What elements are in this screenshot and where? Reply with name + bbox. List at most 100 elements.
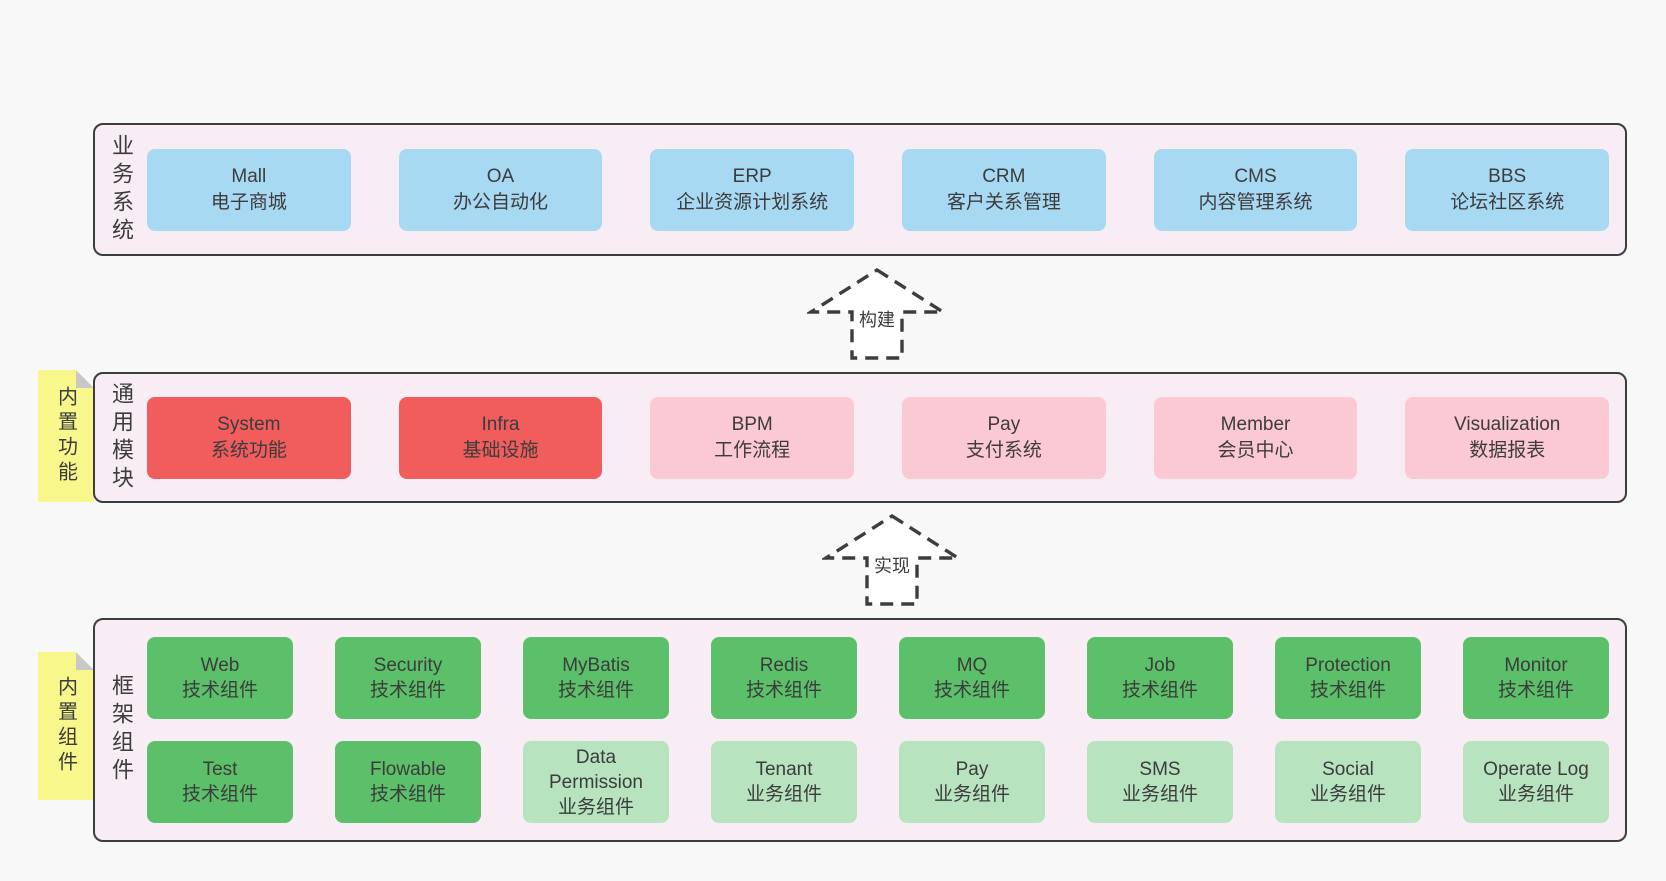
box-data-permission: Data Permission 业务组件 (523, 741, 669, 823)
box-subtitle: 内容管理系统 (1198, 191, 1313, 213)
box-subtitle: 技术组件 (369, 784, 446, 805)
box-flowable: Flowable 技术组件 (335, 741, 481, 823)
box-title: Pay (987, 413, 1021, 435)
box-title: OA (486, 165, 515, 187)
arrow-label: 构建 (859, 310, 895, 330)
arrow-outline (822, 513, 962, 606)
box-title: CRM (982, 165, 1026, 187)
box-title: Flowable (369, 759, 447, 780)
box-security: Security 技术组件 (335, 637, 481, 719)
band-label: 通用模块 (95, 374, 147, 501)
box-sms: SMS 业务组件 (1087, 741, 1233, 823)
box-title: Monitor (1504, 655, 1568, 676)
box-subtitle: 技术组件 (557, 680, 634, 701)
box-title: Redis (759, 655, 809, 676)
box-protection: Protection 技术组件 (1275, 637, 1421, 719)
arrow-outline (807, 267, 947, 360)
folded-corner-icon (76, 652, 94, 670)
box-mybatis: MyBatis 技术组件 (523, 637, 669, 719)
box-operate-log: Operate Log 业务组件 (1463, 741, 1609, 823)
box-subtitle: 技术组件 (933, 680, 1010, 701)
box-subtitle: 论坛社区系统 (1450, 191, 1565, 213)
box-pay-business: Pay 业务组件 (899, 741, 1045, 823)
box-title: Security (373, 655, 443, 676)
box-title: Social (1322, 759, 1374, 780)
box-subtitle: 业务组件 (1497, 784, 1574, 805)
box-subtitle: 技术组件 (1497, 680, 1574, 701)
box-mq: MQ 技术组件 (899, 637, 1045, 719)
arrow-up-build: 构建 (807, 267, 947, 360)
box-subtitle: 支付系统 (965, 439, 1042, 461)
band-framework-components: 框架组件 Web 技术组件 Security 技术组件 MyBatis 技术组件… (93, 618, 1627, 842)
band-label-text: 框架组件 (109, 674, 134, 786)
box-subtitle: 技术组件 (181, 784, 258, 805)
box-title: Mall (231, 165, 267, 187)
folded-corner-icon (76, 370, 94, 388)
component-row-2: Test 技术组件 Flowable 技术组件 Data Permission … (147, 741, 1609, 823)
box-title: ERP (732, 165, 772, 187)
box-title: Visualization (1454, 413, 1561, 435)
box-subtitle: 企业资源计划系统 (676, 191, 829, 213)
band-business-systems: 业务系统 Mall 电子商城 OA 办公自动化 ERP 企业资源计划系统 CRM… (93, 123, 1627, 256)
box-title: Infra (481, 413, 520, 435)
box-title: System (217, 413, 281, 435)
band-label: 框架组件 (95, 620, 147, 840)
box-subtitle: 技术组件 (1309, 680, 1386, 701)
box-subtitle: 技术组件 (369, 680, 446, 701)
box-subtitle: 技术组件 (181, 680, 258, 701)
box-member: Member 会员中心 (1153, 396, 1358, 479)
box-system: System 系统功能 (147, 396, 351, 479)
band-content: Mall 电子商城 OA 办公自动化 ERP 企业资源计划系统 CRM 客户关系… (147, 125, 1610, 254)
box-subtitle: 办公自动化 (453, 191, 549, 213)
box-test: Test 技术组件 (147, 741, 293, 823)
box-tenant: Tenant 业务组件 (711, 741, 857, 823)
box-title: BPM (731, 413, 773, 435)
box-subtitle: 电子商城 (210, 191, 287, 213)
box-social: Social 业务组件 (1275, 741, 1421, 823)
box-title: Test (202, 759, 238, 780)
box-title: Tenant (755, 759, 813, 780)
box-redis: Redis 技术组件 (711, 637, 857, 719)
box-job: Job 技术组件 (1087, 637, 1233, 719)
box-monitor: Monitor 技术组件 (1463, 637, 1609, 719)
box-title: Job (1144, 655, 1176, 676)
box-title: Member (1220, 413, 1291, 435)
box-bpm: BPM 工作流程 (650, 396, 855, 479)
arrow-up-implement: 实现 (822, 513, 962, 606)
box-subtitle: 系统功能 (210, 439, 287, 461)
box-subtitle: 技术组件 (745, 680, 822, 701)
box-subtitle: 业务组件 (1121, 784, 1198, 805)
box-subtitle: 业务组件 (933, 784, 1010, 805)
sticky-note-label: 内置功能 (54, 386, 77, 486)
band-label-text: 通用模块 (109, 381, 134, 494)
box-title: Pay (955, 759, 989, 780)
box-title: SMS (1139, 759, 1181, 780)
arrow-label: 实现 (874, 556, 910, 576)
box-cms: CMS 内容管理系统 (1153, 148, 1358, 231)
box-subtitle: 业务组件 (745, 784, 822, 805)
box-visualization: Visualization 数据报表 (1405, 396, 1610, 479)
box-title: Protection (1305, 655, 1391, 676)
component-row-1: Web 技术组件 Security 技术组件 MyBatis 技术组件 Redi… (147, 637, 1609, 719)
box-oa: OA 办公自动化 (398, 148, 603, 231)
box-title: BBS (1488, 165, 1527, 187)
band-label: 业务系统 (95, 125, 147, 254)
box-subtitle: 工作流程 (714, 439, 791, 461)
band-label-text: 业务系统 (109, 133, 134, 246)
band-content: System 系统功能 Infra 基础设施 BPM 工作流程 Pay 支付系统… (147, 374, 1610, 501)
box-subtitle: 数据报表 (1469, 439, 1546, 461)
box-title: Data Permission (549, 746, 643, 793)
box-title: CMS (1234, 165, 1277, 187)
box-subtitle: 基础设施 (462, 439, 539, 461)
box-subtitle: 客户关系管理 (946, 191, 1061, 213)
box-title: MyBatis (562, 655, 630, 676)
band-content: Web 技术组件 Security 技术组件 MyBatis 技术组件 Redi… (147, 620, 1609, 840)
box-mall: Mall 电子商城 (147, 148, 351, 231)
sticky-note-built-in-components: 内置组件 (38, 652, 94, 800)
box-web: Web 技术组件 (147, 637, 293, 719)
box-erp: ERP 企业资源计划系统 (650, 148, 855, 231)
box-bbs: BBS 论坛社区系统 (1405, 148, 1610, 231)
box-subtitle: 业务组件 (1309, 784, 1386, 805)
box-pay: Pay 支付系统 (902, 396, 1106, 479)
